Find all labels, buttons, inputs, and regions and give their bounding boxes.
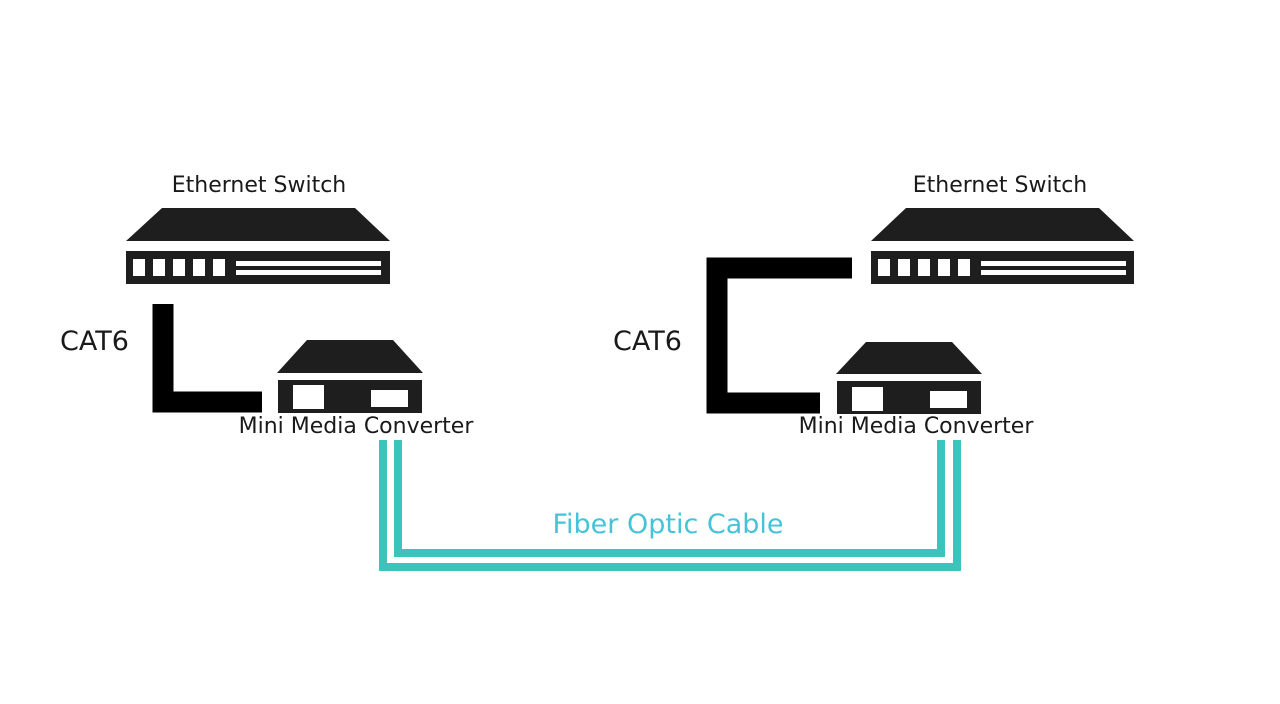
right-converter-label: Mini Media Converter xyxy=(798,414,1034,439)
left-cat6-label: CAT6 xyxy=(60,326,129,357)
left-cat6-cable xyxy=(152,304,262,413)
right-cat6-label: CAT6 xyxy=(613,326,682,357)
left-ethernet-switch-icon xyxy=(126,208,390,284)
fiber-strand-inner xyxy=(394,440,945,557)
left-switch-label: Ethernet Switch xyxy=(171,173,347,198)
fiber-strand-outer xyxy=(379,440,961,571)
fiber-optic-cable xyxy=(379,440,961,571)
left-media-converter-icon xyxy=(277,340,423,413)
right-switch-label: Ethernet Switch xyxy=(912,173,1088,198)
fiber-optic-cable-label: Fiber Optic Cable xyxy=(552,509,784,540)
left-converter-label: Mini Media Converter xyxy=(238,414,474,439)
right-cat6-cable xyxy=(706,257,852,414)
right-media-converter-icon xyxy=(836,342,982,414)
right-ethernet-switch-icon xyxy=(871,208,1134,284)
